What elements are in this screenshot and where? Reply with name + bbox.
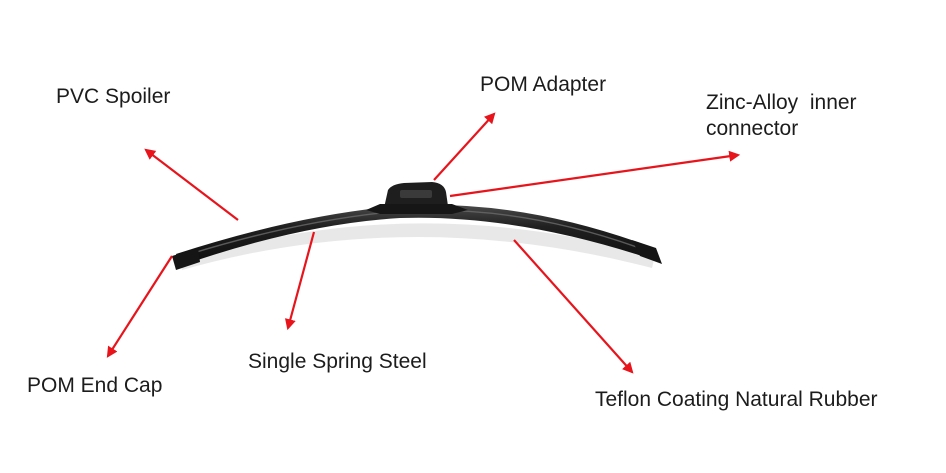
adapter-flange <box>366 204 468 214</box>
arrow-pvc-spoiler <box>144 148 239 221</box>
label-zinc-alloy-line1: Zinc-Alloy inner <box>706 91 857 114</box>
label-zinc-alloy-connector: Zinc-Alloy inner connector <box>706 90 857 142</box>
arrow-spring-steel <box>284 231 316 331</box>
label-zinc-alloy-line2: connector <box>706 117 799 140</box>
arrow-zinc-alloy <box>449 150 741 198</box>
arrow-teflon-rubber <box>513 239 634 374</box>
wiper-blade <box>172 182 662 270</box>
arrow-pom-adapter <box>433 112 496 181</box>
label-pvc-spoiler: PVC Spoiler <box>56 85 171 108</box>
pointer-arrows <box>106 112 741 374</box>
label-teflon-coating: Teflon Coating Natural Rubber <box>595 388 878 411</box>
adapter-slot <box>400 190 432 198</box>
end-cap-left <box>172 248 200 270</box>
label-pom-end-cap: POM End Cap <box>27 374 163 397</box>
label-pom-adapter: POM Adapter <box>480 73 607 96</box>
arrow-pom-end-cap <box>106 255 173 358</box>
end-cap-right <box>632 240 662 264</box>
label-single-spring-steel: Single Spring Steel <box>248 350 427 373</box>
blade-shadow <box>180 223 655 270</box>
